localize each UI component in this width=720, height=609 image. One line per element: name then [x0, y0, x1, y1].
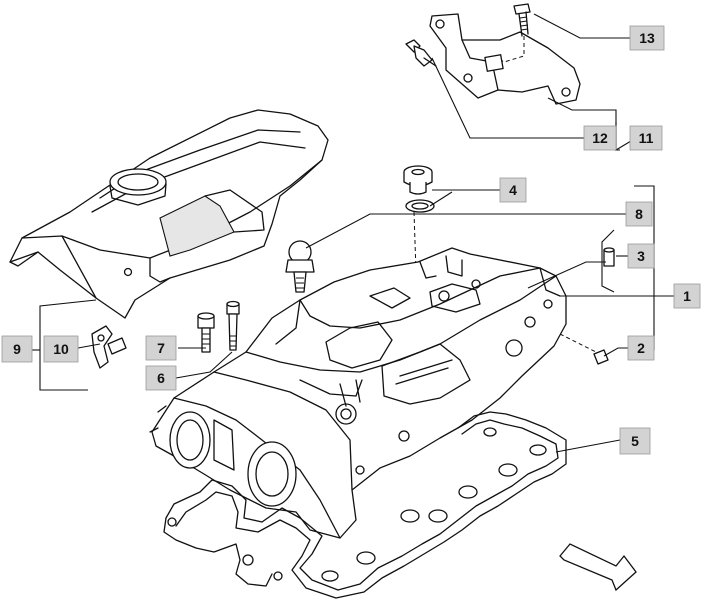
ball-stud: [285, 240, 315, 293]
callout-9-label: 9: [13, 341, 21, 357]
oil-filler-cap: [403, 165, 435, 273]
callout-12-label: 12: [592, 130, 608, 146]
callout-1-label: 1: [683, 288, 691, 304]
bracket-assembly: [405, 3, 581, 105]
callout-7-label: 7: [157, 340, 165, 356]
callout-11-label: 11: [639, 130, 654, 146]
clip: [91, 325, 127, 369]
bolt-long: [226, 300, 240, 351]
callout-13-label: 13: [639, 30, 655, 46]
callout-10-label: 10: [53, 341, 69, 357]
callout-11: 11: [629, 125, 663, 151]
callout-7: 7: [145, 335, 177, 361]
bolt-short: [197, 312, 215, 353]
callout-5: 5: [619, 427, 651, 455]
valve-cover: [149, 247, 567, 539]
callout-6-label: 6: [157, 370, 165, 386]
callout-3: 3: [627, 243, 655, 269]
callout-9: 9: [1, 335, 33, 363]
callout-10: 10: [43, 335, 79, 363]
callout-2: 2: [627, 335, 655, 361]
callout-12: 12: [583, 125, 617, 151]
direction-arrow: [559, 543, 637, 592]
callout-13: 13: [629, 25, 665, 51]
plug: [603, 247, 615, 267]
callout-3-label: 3: [637, 248, 645, 264]
callout-2-label: 2: [637, 340, 645, 356]
gasket: [163, 411, 567, 599]
small-plug: [559, 333, 609, 365]
callout-4-label: 4: [509, 182, 517, 198]
engine-cover: [9, 109, 329, 319]
callout-5-label: 5: [631, 433, 639, 449]
callout-1: 1: [673, 283, 701, 309]
callout-8: 8: [625, 201, 653, 227]
callout-8-label: 8: [635, 206, 643, 222]
callout-6: 6: [145, 365, 177, 391]
callout-4: 4: [499, 177, 527, 203]
